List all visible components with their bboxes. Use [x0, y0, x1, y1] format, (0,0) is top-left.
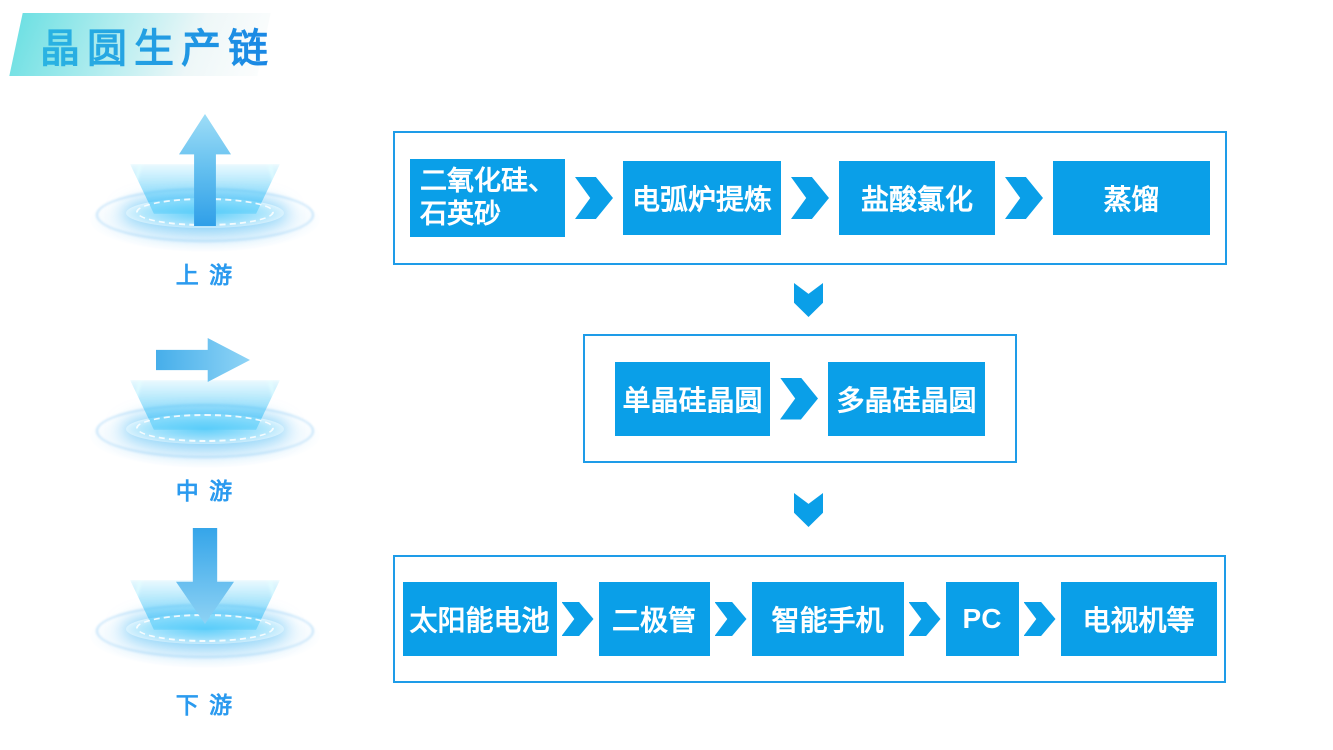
midstream-label: 中 游	[175, 478, 235, 504]
platform-dashed-ring	[136, 414, 274, 442]
page-title: 晶圆生产链	[40, 13, 275, 76]
step-box: 二极管	[598, 582, 710, 656]
step-box: 蒸馏	[1053, 161, 1210, 235]
step-box: 电视机等	[1060, 582, 1217, 656]
step-box: 盐酸氯化	[839, 161, 995, 235]
downstream-platform-illustration	[90, 522, 320, 672]
midstream-platform-illustration	[90, 322, 320, 472]
upstream-platform-illustration	[90, 106, 320, 256]
chevron-down-icon	[794, 283, 823, 317]
upstream-label: 上 游	[175, 262, 235, 288]
step-box: 电弧炉提炼	[623, 161, 781, 235]
chevron-right-icon	[780, 377, 818, 420]
chevron-right-icon	[1023, 602, 1056, 636]
arrow-right-icon	[156, 338, 250, 382]
step-box: 多晶硅晶圆	[828, 361, 985, 436]
midstream-flow-container: 单晶硅晶圆多晶硅晶圆	[583, 334, 1017, 463]
chevron-right-icon	[561, 602, 594, 636]
chevron-right-icon	[575, 177, 613, 219]
upstream-flow-container: 二氧化硅、 石英砂电弧炉提炼盐酸氯化蒸馏	[393, 131, 1227, 265]
step-box: 太阳能电池	[402, 582, 557, 656]
step-box: 单晶硅晶圆	[615, 361, 770, 436]
chevron-right-icon	[714, 602, 747, 636]
chevron-right-icon	[791, 177, 829, 219]
downstream-flow-container: 太阳能电池二极管智能手机 PC 电视机等	[393, 555, 1226, 683]
step-box: PC	[945, 582, 1019, 656]
step-box: 二氧化硅、 石英砂	[410, 159, 565, 237]
chevron-right-icon	[1005, 177, 1043, 219]
step-box: 智能手机	[751, 582, 904, 656]
downstream-label: 下 游	[175, 692, 235, 718]
chevron-right-icon	[908, 602, 941, 636]
chevron-down-icon	[794, 493, 823, 527]
